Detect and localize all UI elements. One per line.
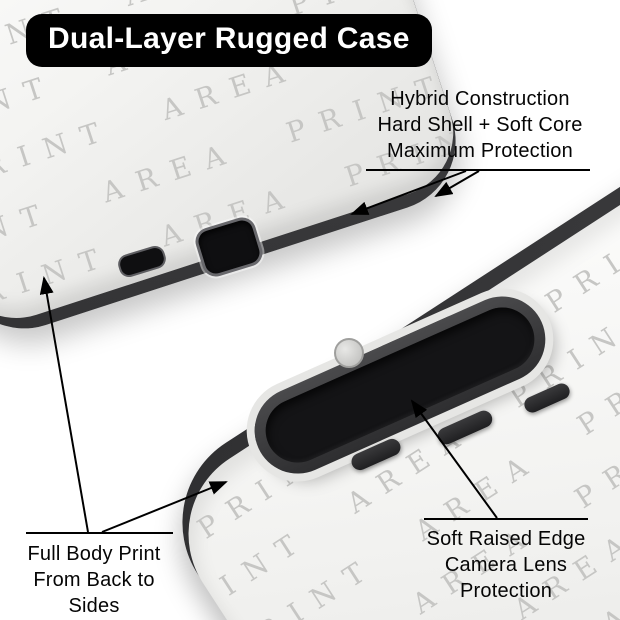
title-badge: Dual-Layer Rugged Case	[26, 14, 432, 67]
callout-hybrid-construction: Hybrid Construction Hard Shell + Soft Co…	[377, 88, 583, 162]
callout-camera-protection: Soft Raised Edge Camera Lens Protection	[426, 528, 586, 602]
camera-arrow	[410, 399, 498, 519]
construction-arrow-right	[434, 170, 480, 198]
full-body-arrow-right	[101, 481, 228, 533]
construction-arrow-left	[350, 170, 467, 215]
full-body-arrow-left	[39, 276, 89, 533]
camera-dimple	[334, 338, 364, 368]
callout-full-body-print: Full Body Print From Back to Sides	[27, 543, 161, 617]
